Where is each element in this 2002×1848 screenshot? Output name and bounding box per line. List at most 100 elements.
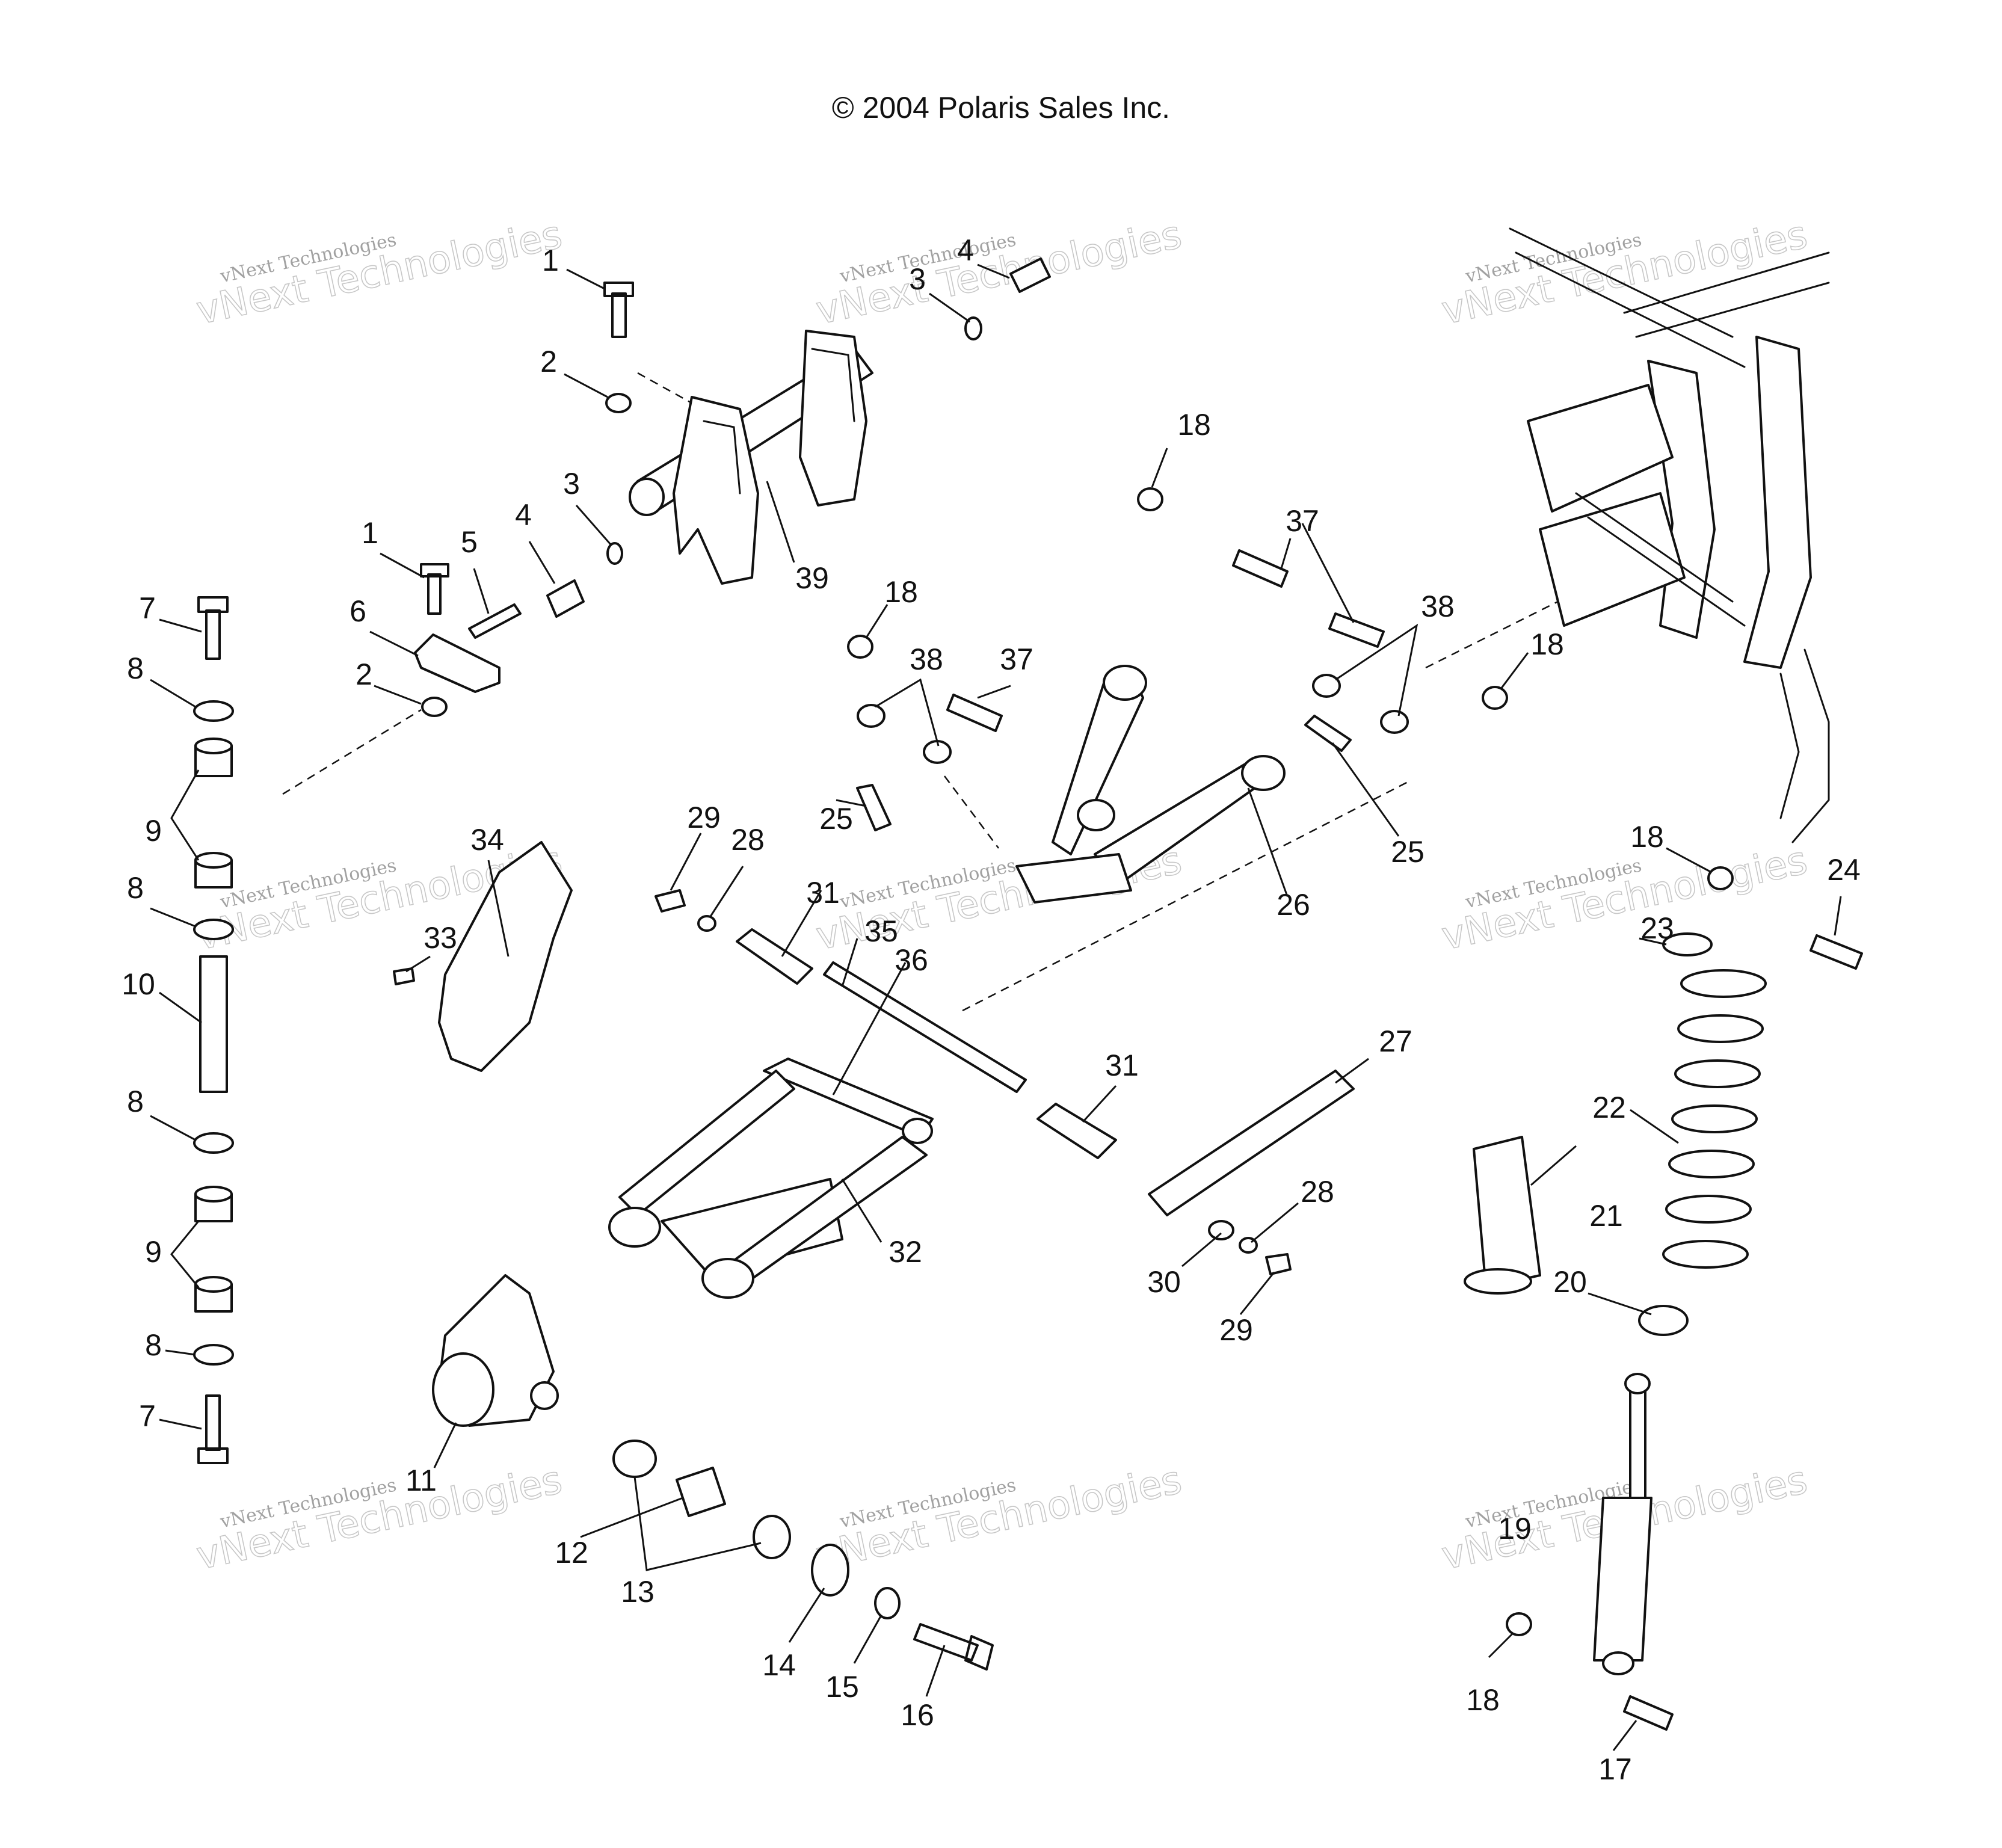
callout-25: 25 — [1391, 835, 1424, 869]
nut — [847, 635, 873, 659]
leader-line — [1181, 1232, 1222, 1267]
grommet-top — [194, 1276, 233, 1293]
leader-line — [1331, 742, 1400, 837]
callout-8: 8 — [127, 871, 144, 905]
washer — [874, 1587, 901, 1619]
callout-8: 8 — [127, 651, 144, 685]
leader-line — [788, 1588, 825, 1643]
leader-line — [1239, 1272, 1275, 1315]
alignment-lines — [282, 372, 1595, 1012]
callout-8: 8 — [145, 1328, 162, 1362]
guard — [438, 841, 573, 1072]
bump-stop-base — [1464, 1268, 1532, 1295]
callout-36: 36 — [895, 943, 928, 977]
coil-spring — [1662, 969, 1767, 1269]
bushing — [1380, 710, 1409, 734]
leader-line — [580, 1497, 683, 1538]
watermark: vNext Technologies vNext Technologies — [812, 1458, 1186, 1580]
nut — [1482, 686, 1508, 710]
leader-line — [977, 263, 1010, 279]
leader-line — [405, 955, 431, 973]
lock-washer — [697, 915, 716, 932]
callout-11: 11 — [405, 1464, 437, 1497]
bolt — [603, 282, 634, 338]
callout-2: 2 — [356, 658, 372, 691]
callout-4: 4 — [515, 498, 532, 532]
bushing-flange — [753, 1515, 791, 1559]
bushing-flange — [612, 1440, 657, 1478]
leader-line — [150, 679, 196, 708]
leader-line — [841, 938, 858, 987]
callout-16: 16 — [901, 1698, 934, 1732]
washer — [193, 919, 234, 940]
leader-line — [1488, 1632, 1514, 1659]
leader-line — [1588, 1292, 1652, 1316]
leader-line — [875, 678, 940, 747]
callout-28: 28 — [731, 823, 765, 857]
callout-35: 35 — [864, 914, 898, 948]
leader-line — [1251, 1202, 1299, 1243]
alignment-line — [1425, 582, 1595, 669]
watermark: vNext Technologies vNext Technologies — [812, 212, 1186, 334]
leader-line — [170, 769, 200, 861]
leader-line — [528, 541, 556, 584]
bolt — [654, 889, 686, 913]
grommet-top — [194, 738, 233, 754]
screw — [393, 967, 415, 985]
callout-25: 25 — [819, 802, 853, 836]
leader-line — [473, 568, 490, 614]
callout-1: 1 — [542, 244, 559, 277]
leader-line — [670, 833, 702, 891]
grommet-top — [194, 852, 233, 869]
stabilizer-bar-bracket — [1148, 1070, 1355, 1216]
grommet-top — [194, 1186, 233, 1203]
bump-stop-sleeve — [1473, 1136, 1541, 1289]
alignment-line — [962, 781, 1408, 1012]
bolt — [1232, 549, 1289, 588]
callout-29: 29 — [687, 801, 721, 834]
leader-line — [1666, 847, 1712, 873]
callout-12: 12 — [555, 1536, 588, 1569]
bolt — [1810, 934, 1863, 970]
leader-line — [865, 604, 889, 638]
callout-20: 20 — [1553, 1265, 1587, 1299]
leader-line — [929, 292, 970, 323]
callout-34: 34 — [470, 823, 504, 857]
spacer-sleeve — [199, 955, 228, 1093]
washer — [193, 700, 234, 722]
callout-13: 13 — [621, 1575, 654, 1609]
leader-line — [159, 991, 202, 1024]
callout-22: 22 — [1592, 1091, 1626, 1124]
callout-26: 26 — [1277, 888, 1310, 922]
leader-line — [977, 685, 1011, 699]
callout-1: 1 — [362, 516, 378, 550]
bolt — [1265, 1253, 1292, 1275]
leader-line — [1530, 1145, 1577, 1186]
leader-line — [1639, 937, 1667, 946]
watermark: vNext Technologies vNext Technologies — [192, 212, 567, 334]
callout-18: 18 — [1177, 408, 1211, 442]
pivot-sleeve — [736, 928, 813, 985]
pin — [468, 603, 522, 639]
nut — [421, 697, 448, 717]
leader-line — [1500, 652, 1529, 689]
callout-37: 37 — [1286, 504, 1319, 538]
bushing-sleeve — [676, 1467, 726, 1517]
watermark: vNext Technologies vNext Technologies — [1438, 212, 1812, 334]
leader-line — [1151, 448, 1168, 488]
o-ring — [964, 316, 982, 340]
bolt — [1623, 1695, 1674, 1731]
callout-17: 17 — [1598, 1752, 1632, 1786]
callout-18: 18 — [884, 575, 918, 609]
callout-31: 31 — [806, 876, 840, 910]
pin — [856, 784, 892, 831]
leader-line — [1280, 538, 1292, 569]
leader-line — [1301, 523, 1355, 623]
o-ring — [606, 542, 623, 565]
callout-2: 2 — [540, 345, 557, 378]
callout-32: 32 — [889, 1235, 922, 1269]
callout-4: 4 — [957, 233, 974, 267]
bolt — [1328, 612, 1385, 648]
leader-line — [170, 1221, 200, 1288]
leader-line — [1612, 1720, 1637, 1751]
